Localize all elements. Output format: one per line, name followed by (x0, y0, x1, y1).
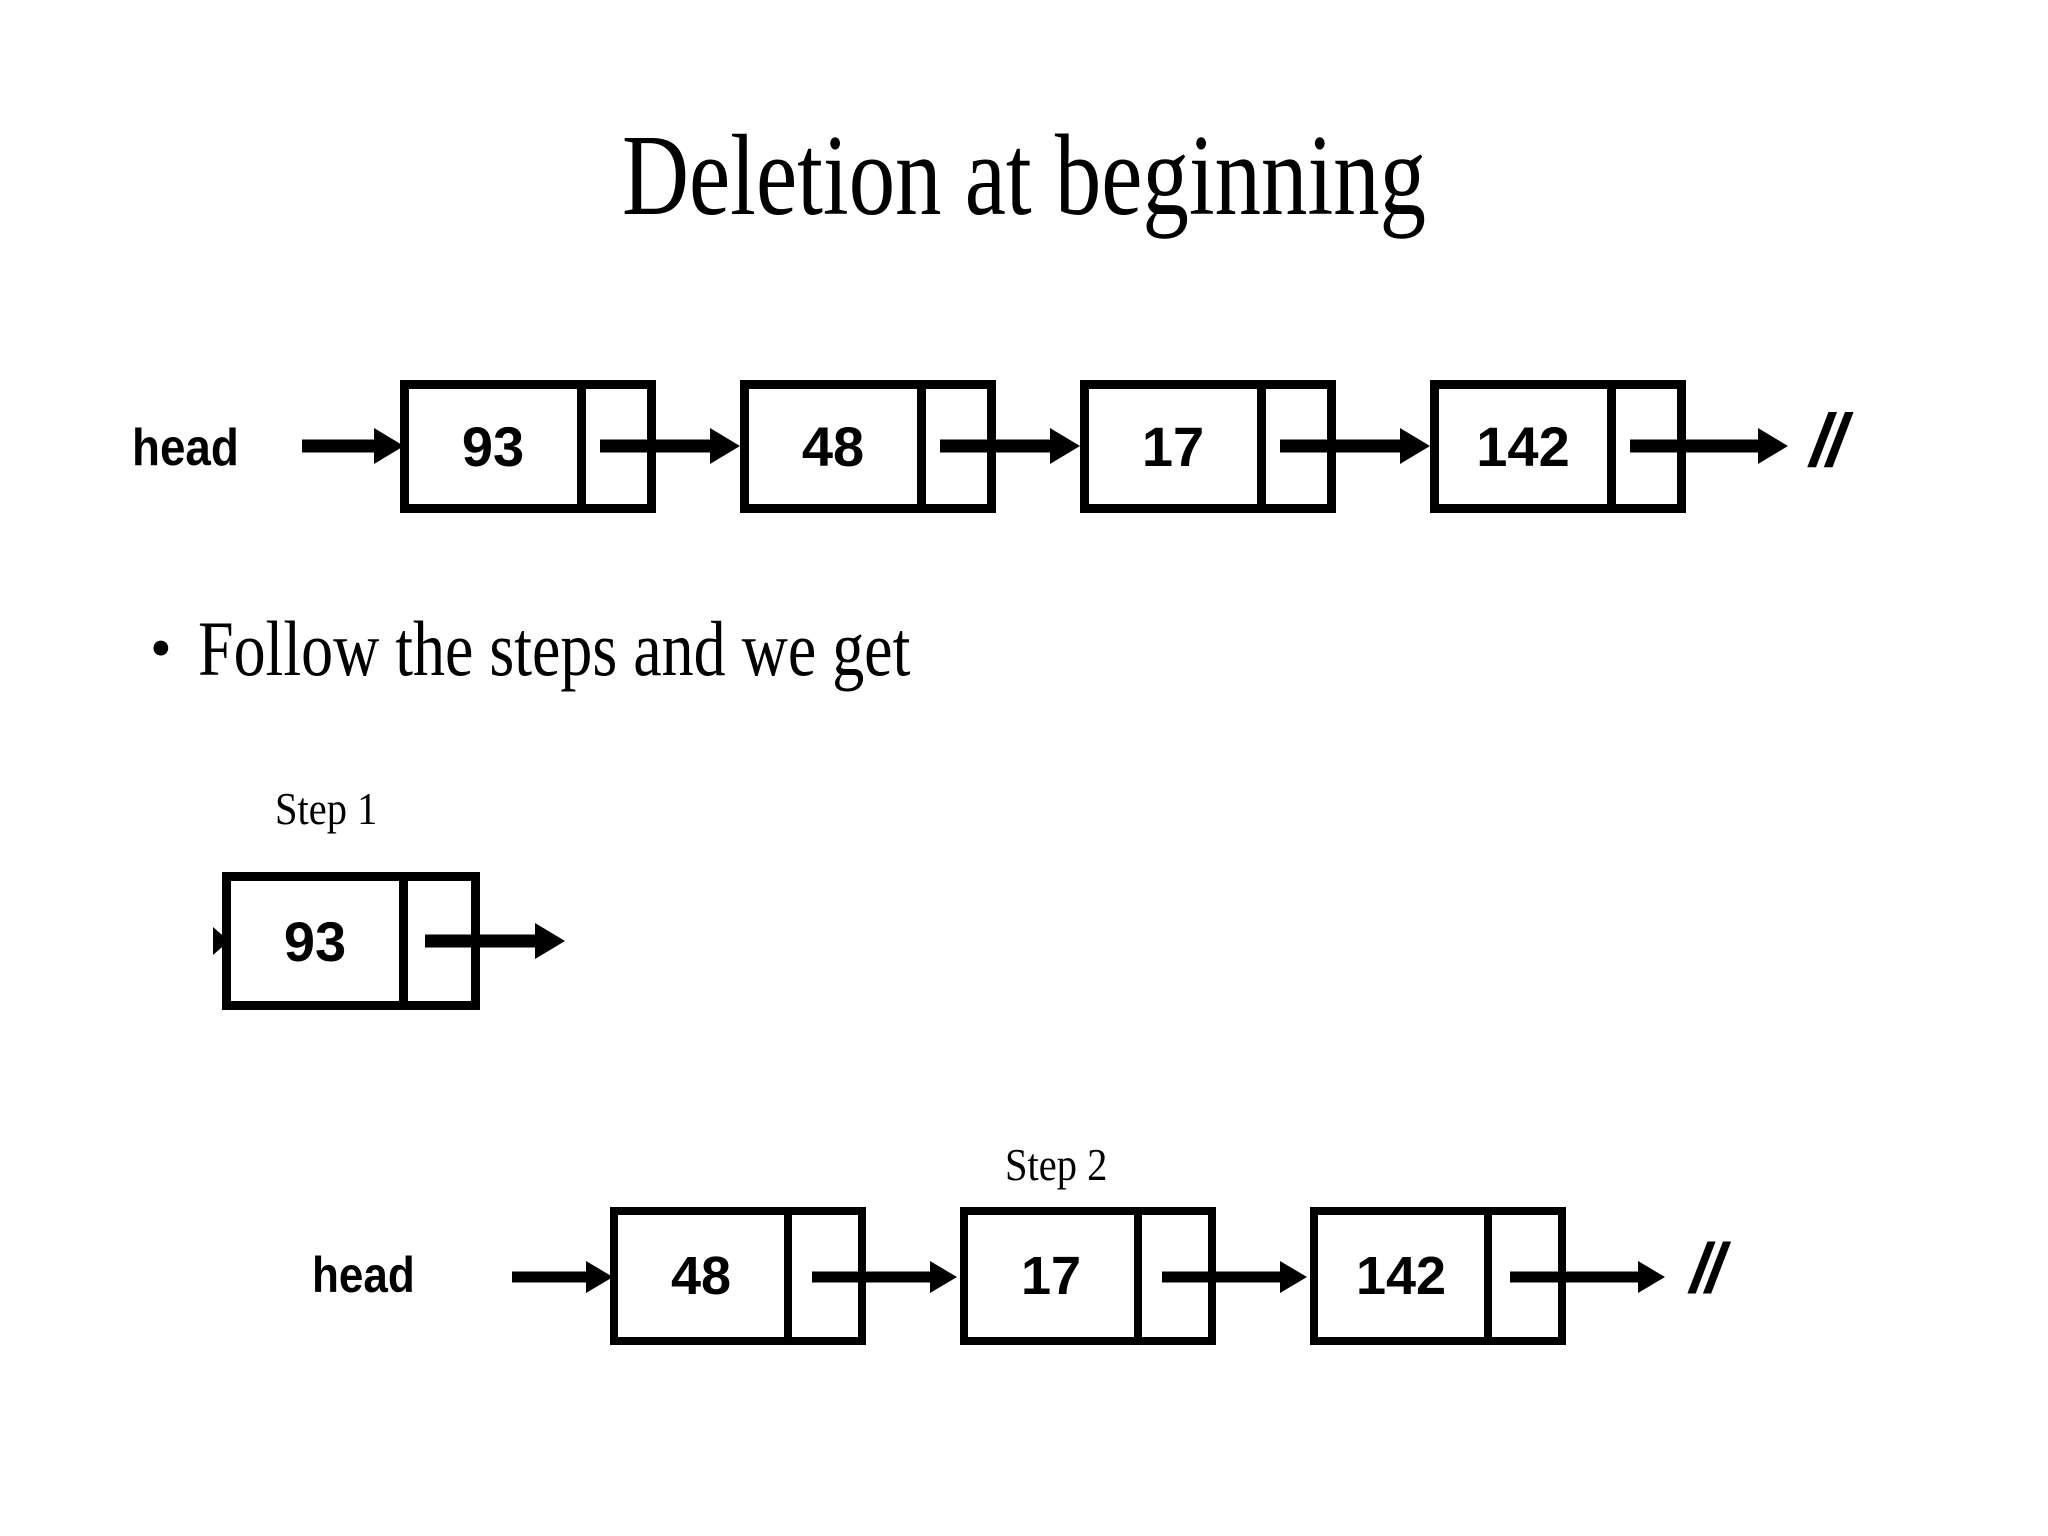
step2-caption: Step 2 (1005, 1139, 1108, 1190)
node-pointer-cell (1257, 389, 1327, 504)
node-value: 17 (1020, 1246, 1082, 1306)
node-pointer-cell (577, 389, 647, 504)
head-label-step2: head (312, 1247, 415, 1303)
step1-caption: Step 1 (275, 783, 378, 834)
node-value: 17 (1141, 415, 1205, 478)
null-terminator-step2: // (1690, 1229, 1725, 1307)
node-value: 93 (283, 909, 347, 973)
node-pointer-cell (1484, 1215, 1558, 1337)
node-value: 48 (670, 1246, 732, 1306)
node-pointer-cell (1134, 1215, 1208, 1337)
list-node-17-step2: 17 (960, 1207, 1216, 1345)
node-pointer-cell (917, 389, 987, 504)
node-pointer-cell (784, 1215, 858, 1337)
page-title: Deletion at beginning (621, 112, 1427, 240)
list-node-48: 48 (740, 380, 996, 513)
list-node-142: 142 (1430, 380, 1686, 513)
node-value: 93 (461, 415, 525, 478)
bullet-text: Follow the steps and we get (197, 605, 911, 692)
bullet-marker-icon: • (150, 615, 172, 683)
null-terminator-before: // (1810, 399, 1847, 482)
node-pointer-cell (399, 881, 471, 1001)
node-pointer-cell (1607, 389, 1677, 504)
node-value: 142 (1476, 415, 1570, 478)
bullet-item: • Follow the steps and we get (150, 608, 1066, 690)
node-value: 142 (1355, 1246, 1447, 1306)
node-value: 48 (801, 415, 865, 478)
head-label-before: head (132, 419, 239, 477)
